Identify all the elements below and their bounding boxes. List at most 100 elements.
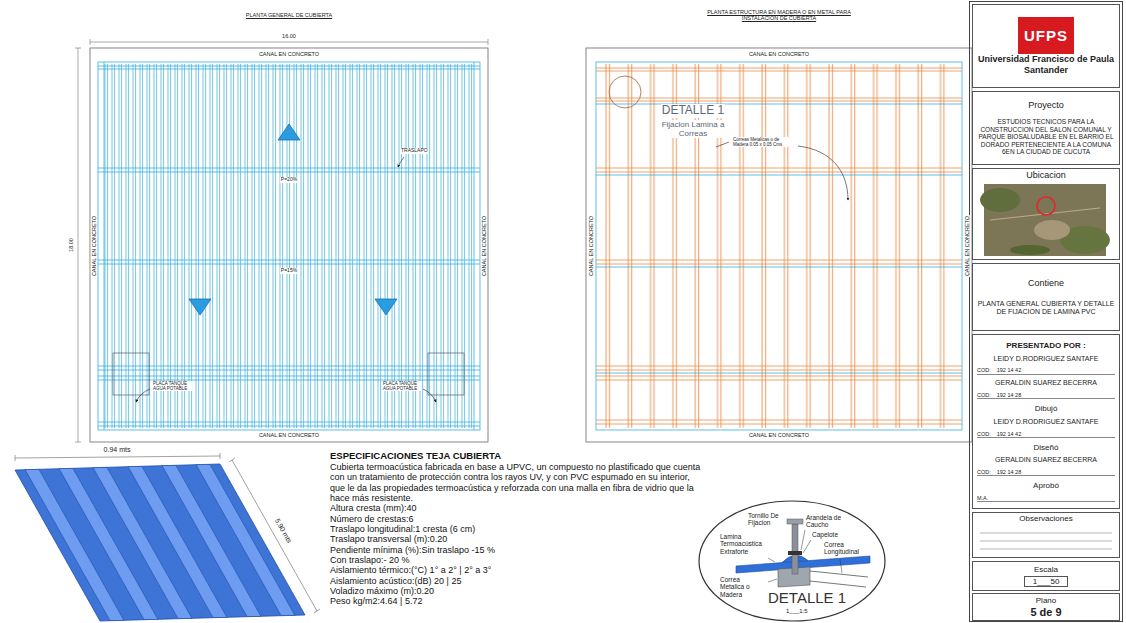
callout-label: PLACA TANQUE AGUA POTABLE [152,381,192,391]
roof-sheet-illustration [196,465,295,616]
gutter-label: CANAL EN CONCRETO [964,215,970,277]
spec-line: Traslapo longitudinal:1 cresta (6 cm) [330,524,702,534]
cell-text: 1___1:5 [786,608,808,615]
spec-line: Número de crestas:6 [330,514,702,524]
dimension-label: 16.00 [282,33,296,39]
slope-label: P=20% [280,177,298,183]
roof-plan [423,389,436,402]
dimension-label: 0.94 mts [104,446,131,454]
title-block-cell: Escala 1___50 [972,561,1120,591]
cell-text: Correa Longitudinal [824,541,868,556]
cell-text: Tornillo De Fijacion [748,512,784,527]
plan-title: PLANTA ESTRUCTURA EN MADERA O EN METAL P… [704,9,854,22]
spec-line: Cubierta termoacústica fabricada en base… [330,462,702,503]
cell-text: COD: [977,367,991,373]
dimension-label: 18.00 [68,238,74,252]
roof-plan [98,62,480,430]
spec-line: Pendiente mínima (%):Sin traslapo -15 % [330,545,702,555]
signature-row: COD: 192 14 42 [977,367,1115,374]
spec-line: Traslapo transversal (m):0.20 [330,534,702,544]
spec-line: Altura cresta (mm):40 [330,503,702,513]
cell-text: 192 14 42 [997,431,1021,437]
cell-text: LEIDY D.RODRIGUEZ SANTAFE [994,418,1099,426]
structure-plan [596,104,962,373]
cell-text: GERALDIN SUAREZ BECERRA [995,456,1097,464]
cell-text: Arandela de Caucho [806,514,851,529]
cell-text: COD: [977,392,991,398]
gutter-label: CANAL EN CONCRETO [258,51,320,57]
cell-text: M.A. [977,495,988,501]
title-block-cell: ProyectoESTUDIOS TECNICOS PARA LA CONSTR… [972,91,1120,165]
roof-sheet-illustration [15,464,305,621]
callout-label: Correas Metalicas o de Madera 0.05 x 0.0… [732,137,796,147]
title-block-graphics [970,2,1123,622]
gutter-label: CANAL EN CONCRETO [258,432,320,438]
cell-text: DETALLE 1 [768,589,846,606]
cell-text: 192 14 28 [997,469,1021,475]
gutter-label: CANAL EN CONCRETO [481,215,487,277]
dimension-label: 5.90 mts [273,517,293,544]
roof-plan [375,299,397,315]
callout-label: TRASLAPO [400,148,429,154]
title-block-cell: Observaciones [972,512,1120,558]
cell-text: 1___50 [1024,576,1069,587]
roof-plan [398,157,404,167]
cell-text: ESTUDIOS TECNICOS PARA LA CONSTRUCCION D… [977,118,1115,155]
signature-row: COD: 192 14 28 [977,469,1115,476]
fixing-detail-illustration [787,519,803,524]
spec-line: Aislamiento acústico:(dB) 20 | 25 [330,576,702,586]
cell-text: PLANTA GENERAL CUBIERTA Y DETALLE DE FIJ… [977,300,1115,316]
spec-line: Peso kg/m2:4.64 | 5.72 [330,596,702,606]
spec-line: Aislamiento térmico:(°C) 1° a 2° | 2° a … [330,565,702,575]
roof-plan [104,64,474,428]
callout-label: PLACA TANQUE AGUA POTABLE [382,381,422,391]
title-block-graphics [980,188,1020,212]
detail-circle-outline [699,501,885,621]
gutter-label: CANAL EN CONCRETO [588,215,594,277]
title-block-graphics [980,533,1112,549]
logo-mark: UFPS [1018,17,1074,54]
cell-text: Escala [1034,565,1058,574]
detail-reference: DETALLE 1 [661,104,725,118]
fixing-detail-illustration [768,530,842,582]
gutter-label: CANAL EN CONCRETO [91,215,97,277]
structure-plan [586,48,972,442]
cell-text: Proyecto [1028,100,1064,110]
cell-text: COD: [977,469,991,475]
signature-row: COD: 192 14 42 [977,431,1115,438]
title-block-cell: Plano5 de 9 [972,593,1120,621]
logo-cell: UFPSUniversidad Francisco de Paula Santa… [972,4,1120,88]
roof-plan [75,39,488,442]
title-block-cell: Ubicacion [972,168,1120,260]
roof-plan [98,62,480,430]
cell-text: Capelote [812,531,838,538]
cell-text: 192 14 42 [997,367,1021,373]
structure-plan [716,142,729,147]
structure-plan [586,48,972,442]
structure-plan [798,146,848,200]
cell-text: COD: [977,431,991,437]
roof-plan [428,353,464,395]
structure-plan [596,68,962,424]
cell-text: LEIDY D.RODRIGUEZ SANTAFE [994,355,1099,363]
cell-text: GERALDIN SUAREZ BECERRA [995,379,1097,387]
roof-plan [189,299,211,315]
cell-text: Universidad Francisco de Paula Santander [977,54,1115,75]
spec-heading: ESPECIFICACIONES TEJA CUBIERTA [330,451,702,462]
signature-row: M.A. [977,495,1115,502]
cell-text: PRESENTADO POR : [1006,341,1085,350]
title-block-cell: PRESENTADO POR : LEIDY D.RODRIGUEZ SANTAF… [972,334,1120,509]
cell-text: Diseñó [1034,443,1059,452]
title-block-graphics [1034,220,1070,240]
fixing-detail-illustration [792,524,798,574]
cell-text: Aprobó [1033,481,1059,490]
structure-plan [596,62,962,430]
gutter-label: CANAL EN CONCRETO [748,51,810,57]
cell-text: Ubicacion [1026,170,1066,180]
roof-sheet-illustration [15,453,320,613]
cell-text: Correa Metalica o Madera [720,576,764,598]
fixing-detail-illustration [810,571,868,587]
fixing-detail-illustration [736,519,870,587]
fixing-detail-illustration [788,551,802,555]
